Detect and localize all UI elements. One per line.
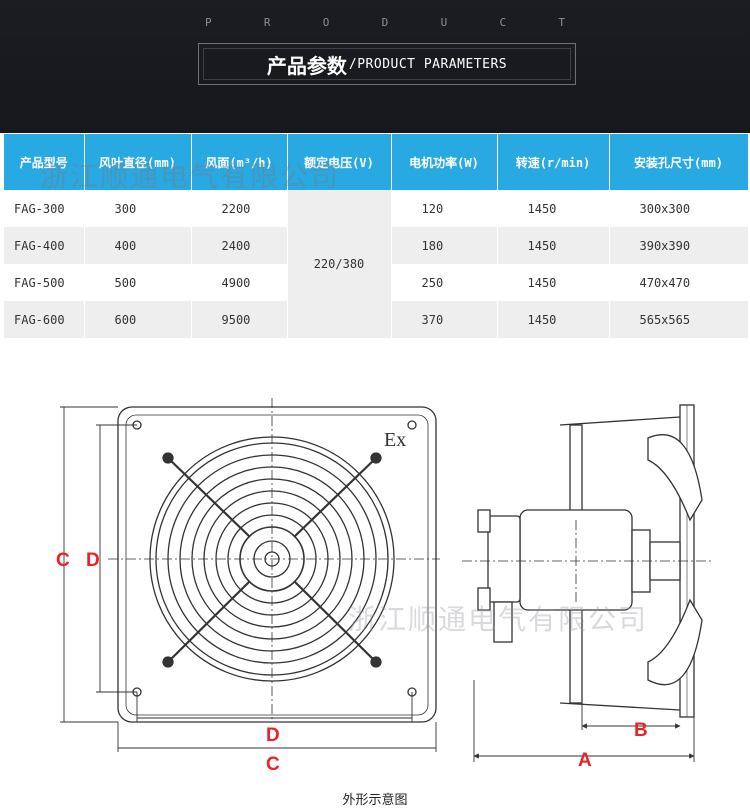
- cell-airflow: 9500: [191, 301, 288, 338]
- dim-label-a: A: [578, 750, 592, 771]
- table-header-row: 产品型号 风叶直径(mm) 风面(m³/h) 额定电压(V) 电机功率(W) 转…: [4, 134, 749, 190]
- cell-power: 370: [391, 301, 498, 338]
- cell-power: 120: [391, 190, 498, 227]
- cell-model: FAG-400: [4, 227, 85, 264]
- cell-model: FAG-500: [4, 264, 85, 301]
- cell-diameter: 400: [84, 227, 192, 264]
- dim-label-d-left: D: [86, 550, 100, 571]
- front-view: [108, 398, 440, 723]
- letter: C: [499, 16, 507, 29]
- letter: R: [263, 16, 271, 29]
- parameters-table: 产品型号 风叶直径(mm) 风面(m³/h) 额定电压(V) 电机功率(W) 转…: [4, 134, 749, 338]
- front-dimensions: [60, 406, 437, 752]
- title-frame-inner: [203, 48, 571, 80]
- cell-hole: 300x300: [609, 190, 749, 227]
- drawing-caption: 外形示意图: [342, 793, 408, 808]
- letter: D: [381, 16, 389, 29]
- cell-speed: 1450: [497, 190, 610, 227]
- header-speed: 转速(r/min): [497, 134, 610, 190]
- product-letters: P R O D U C T: [205, 16, 565, 29]
- cell-model: FAG-300: [4, 190, 85, 227]
- title-frame: [198, 43, 576, 85]
- mounting-plate: [117, 406, 437, 723]
- side-view: [462, 404, 712, 718]
- cell-diameter: 600: [84, 301, 192, 338]
- header-airflow: 风面(m³/h): [191, 134, 288, 190]
- dim-label-d-bottom: D: [266, 725, 280, 746]
- header-model: 产品型号: [4, 134, 85, 190]
- cell-hole: 565x565: [609, 301, 749, 338]
- header-hole: 安装孔尺寸(mm): [609, 134, 749, 190]
- table-row: FAG-300 300 2200 220/380 120 1450 300x30…: [4, 190, 749, 338]
- letter: T: [558, 16, 565, 29]
- letter: P: [205, 16, 212, 29]
- section-title: 产品参数 /PRODUCT PARAMETERS: [198, 43, 576, 85]
- letter: O: [322, 16, 330, 29]
- dim-label-c-bottom: C: [266, 754, 280, 775]
- cell-airflow: 2200: [191, 190, 288, 227]
- header-diameter: 风叶直径(mm): [84, 134, 192, 190]
- cell-model: FAG-600: [4, 301, 85, 338]
- cell-power: 250: [391, 264, 498, 301]
- cell-speed: 1450: [497, 227, 610, 264]
- dim-label-b: B: [634, 720, 648, 741]
- title-zh: 产品参数: [266, 53, 347, 78]
- table-row: FAG-400 400 2400 180 1450 390x390: [4, 227, 749, 264]
- letter: U: [440, 16, 448, 29]
- table-row: FAG-500 500 4900 250 1450 470x470: [4, 264, 749, 301]
- cell-speed: 1450: [497, 264, 610, 301]
- cell-diameter: 500: [84, 264, 192, 301]
- fan-drawing: Ex C D D C: [56, 398, 712, 775]
- cell-airflow: 4900: [191, 264, 288, 301]
- ex-mark: Ex: [384, 429, 406, 451]
- cell-power: 180: [391, 227, 498, 264]
- side-dimensions: [473, 680, 695, 762]
- cell-speed: 1450: [497, 301, 610, 338]
- header-power: 电机功率(W): [391, 134, 498, 190]
- title-en: /PRODUCT PARAMETERS: [348, 56, 508, 72]
- header-banner: P R O D U C T 产品参数 /PRODUCT PARAMETERS: [0, 0, 750, 133]
- cell-airflow: 2400: [191, 227, 288, 264]
- dim-label-c-left: C: [56, 550, 70, 571]
- cell-voltage: 220/380: [287, 190, 392, 338]
- header-voltage: 额定电压(V): [287, 134, 392, 190]
- table-row: FAG-600 600 9500 370 1450 565x565: [4, 301, 749, 338]
- cell-hole: 470x470: [609, 264, 749, 301]
- cell-hole: 390x390: [609, 227, 749, 264]
- cell-diameter: 300: [84, 190, 192, 227]
